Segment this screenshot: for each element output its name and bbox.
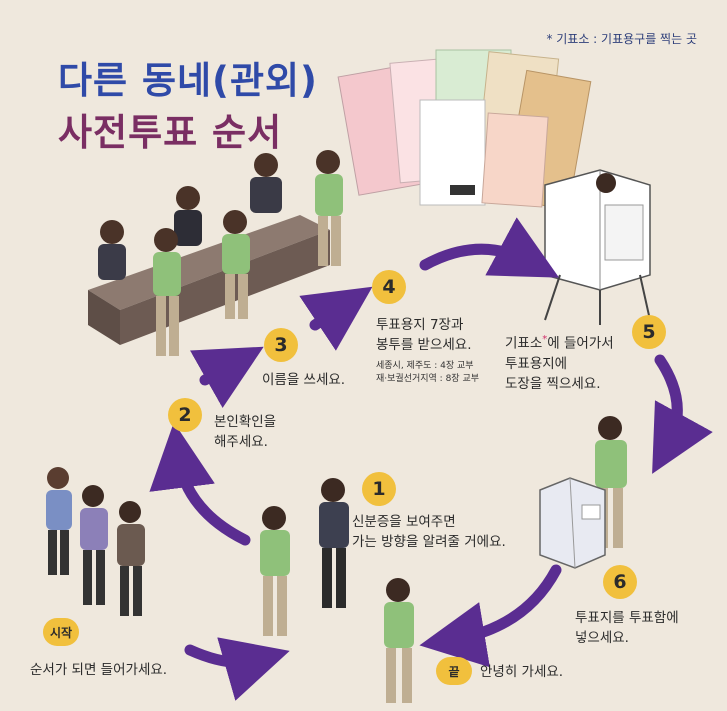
- leaving-voter: [384, 578, 414, 703]
- badge-step-6: 6: [603, 565, 637, 599]
- page-title-line2: 사전투표 순서: [58, 111, 283, 154]
- legend-note: * 기표소 : 기표용구를 찍는 곳: [546, 32, 697, 46]
- guide-and-voter: [260, 478, 349, 636]
- badge-end: 끝: [436, 657, 472, 685]
- badge-step-3: 3: [264, 328, 298, 362]
- step-4-text: 투표용지 7장과 봉투를 받으세요.: [376, 317, 472, 353]
- ballot-box: [539, 416, 627, 569]
- badge-step-2: 2: [168, 398, 202, 432]
- step-4-note: 세종시, 제주도 : 4장 교부 재·보궐선거지역 : 8장 교부: [376, 361, 480, 384]
- step-start-text: 순서가 되면 들어가세요.: [30, 662, 168, 678]
- polling-booth: [544, 169, 651, 325]
- badge-step-5: 5: [632, 315, 666, 349]
- badge-step-1: 1: [362, 472, 396, 506]
- step-5-text: 기표소*에 들어가서 투표용지에 도장을 찍으세요.: [505, 334, 614, 392]
- step-3-text: 이름을 쓰세요.: [262, 372, 346, 388]
- waiting-voters: [46, 467, 145, 616]
- badge-start: 시작: [43, 618, 79, 646]
- step-1-text: 신분증을 보여주면 가는 방향을 알려줄 거에요.: [352, 514, 506, 550]
- flow-arrows: [149, 217, 713, 701]
- badge-step-4: 4: [372, 270, 406, 304]
- step-end-text: 안녕히 가세요.: [480, 664, 564, 680]
- step-2-text: 본인확인을 해주세요.: [214, 414, 277, 450]
- ballot-papers: [337, 49, 592, 211]
- step-6-text: 투표지를 투표함에 넣으세요.: [575, 610, 679, 646]
- registration-desk: [88, 150, 343, 356]
- page-title-line1: 다른 동네(관외): [58, 59, 318, 102]
